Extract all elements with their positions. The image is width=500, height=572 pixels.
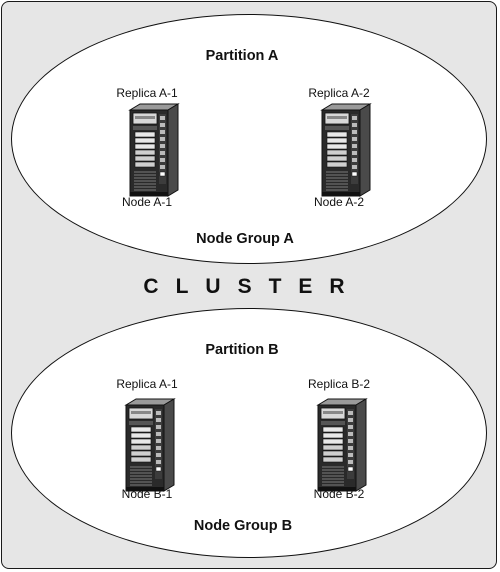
server-tower-icon bbox=[308, 397, 372, 493]
replica-a-1-label: Replica A-1 bbox=[116, 86, 178, 100]
partition-b-label: Partition B bbox=[205, 342, 279, 358]
node-group-a-label: Node Group A bbox=[196, 231, 294, 247]
node-b-1-label: Node B-1 bbox=[121, 487, 173, 501]
cluster-title: CLUSTER bbox=[143, 275, 362, 298]
server-tower-icon bbox=[116, 397, 180, 493]
node-group-a-ellipse bbox=[11, 14, 487, 264]
server-tower-icon bbox=[312, 102, 376, 198]
replica-b-2-label: Replica B-2 bbox=[307, 377, 371, 391]
node-a-1-label: Node A-1 bbox=[121, 195, 173, 209]
replica-b-1-label: Replica A-1 bbox=[116, 377, 178, 391]
node-a-2-label: Node A-2 bbox=[313, 195, 365, 209]
node-group-b-label: Node Group B bbox=[193, 518, 293, 534]
replica-a-2-label: Replica A-2 bbox=[308, 86, 370, 100]
partition-a-label: Partition A bbox=[205, 48, 279, 64]
node-group-b-ellipse bbox=[11, 308, 487, 558]
server-tower-icon bbox=[120, 102, 184, 198]
node-b-2-label: Node B-2 bbox=[313, 487, 365, 501]
